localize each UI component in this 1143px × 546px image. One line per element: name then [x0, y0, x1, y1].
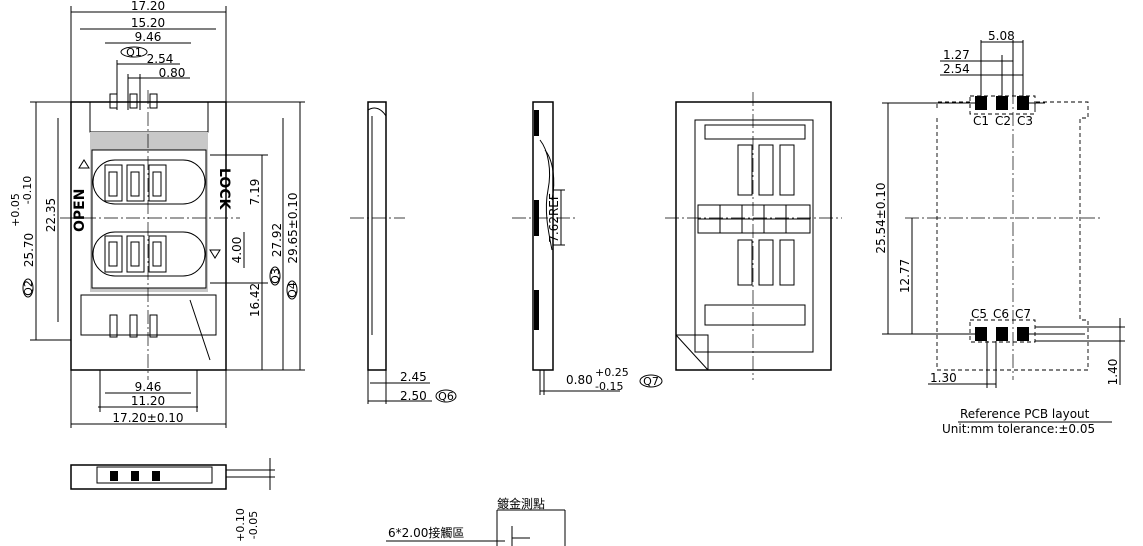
plating-test-point-label: 鍍金測點 — [497, 496, 545, 511]
dim-2-50: 2.50 — [400, 389, 427, 403]
dim-12-77: 12.77 — [898, 259, 912, 293]
dim-16-42: 16.42 — [248, 283, 262, 317]
balloon-q2: Q2 — [22, 280, 35, 296]
dim-0-80: 0.80 — [566, 373, 593, 387]
tol-minus-0-15: -0.15 — [595, 380, 623, 393]
balloon-q6: Q6 — [438, 390, 454, 403]
dim-29-65: 29.65±0.10 — [286, 192, 300, 263]
dim-2-54: 2.54 — [943, 62, 970, 76]
balloon-q1: Q1 — [126, 46, 142, 59]
pad-c6: C6 — [993, 307, 1009, 321]
balloon-q4: Q4 — [286, 282, 299, 298]
dim-1-40: 1.40 — [1106, 359, 1120, 386]
tol-minus-0-05: -0.05 — [247, 511, 260, 539]
dim-1-27: 1.27 — [943, 48, 970, 62]
front-view: 17.20 15.20 9.46 Q1 2.54 0.80 — [9, 0, 305, 428]
dim-22-35: 22.35 — [44, 198, 58, 232]
dim-2-45: 2.45 — [400, 370, 427, 384]
balloon-q3: Q3 — [269, 268, 282, 284]
dim-2-54: 2.54 — [147, 52, 174, 66]
dim-bottom-9-46: 9.46 — [135, 380, 162, 394]
dim-7-62-ref: 7.62REF — [547, 193, 561, 243]
balloon-q7: Q7 — [643, 375, 659, 388]
back-view — [665, 92, 842, 380]
tol-plus-0-10: +0.10 — [234, 508, 247, 542]
pcb-layout: C1 C2 C3 C5 C6 C7 5.08 1.27 2.54 25.54±0… — [874, 29, 1125, 436]
pad-c7: C7 — [1015, 307, 1031, 321]
pad-c1: C1 — [973, 114, 989, 128]
side-view: 2.45 2.50 Q6 — [350, 101, 457, 404]
section-view: 7.62REF 0.80 +0.25 -0.15 Q7 — [512, 101, 663, 395]
dim-7-19: 7.19 — [248, 179, 262, 206]
dim-15-20: 15.20 — [131, 16, 165, 30]
open-label: OPEN — [72, 189, 88, 232]
dim-17-20: 17.20 — [131, 0, 165, 13]
pcb-caption: Reference PCB layout — [960, 407, 1090, 421]
lock-label: LOCK — [216, 168, 232, 211]
pad-c2: C2 — [995, 114, 1011, 128]
dim-9-46: 9.46 — [135, 30, 162, 44]
dim-25-54: 25.54±0.10 — [874, 182, 888, 253]
tol-plus-0-25: +0.25 — [595, 366, 629, 379]
bottom-views: +0.10 -0.05 6*2.00接觸區 鍍金測點 — [70, 458, 566, 546]
dim-4-00: 4.00 — [230, 237, 244, 264]
tol-minus-0-10: -0.10 — [21, 176, 34, 204]
pcb-unit-line: Unit:mm tolerance:±0.05 — [942, 422, 1095, 436]
tol-plus-0-05: +0.05 — [9, 193, 22, 227]
pad-c5: C5 — [971, 307, 987, 321]
dim-1-30: 1.30 — [930, 371, 957, 385]
contact-area-label: 6*2.00接觸區 — [388, 525, 464, 540]
dim-27-92: 27.92 — [270, 223, 284, 257]
dim-bottom-17-20: 17.20±0.10 — [112, 411, 183, 425]
dim-bottom-11-20: 11.20 — [131, 394, 165, 408]
pad-c3: C3 — [1017, 114, 1033, 128]
dim-0-80: 0.80 — [159, 66, 186, 80]
dim-5-08: 5.08 — [988, 29, 1015, 43]
dim-25-70: 25.70 — [22, 233, 36, 267]
